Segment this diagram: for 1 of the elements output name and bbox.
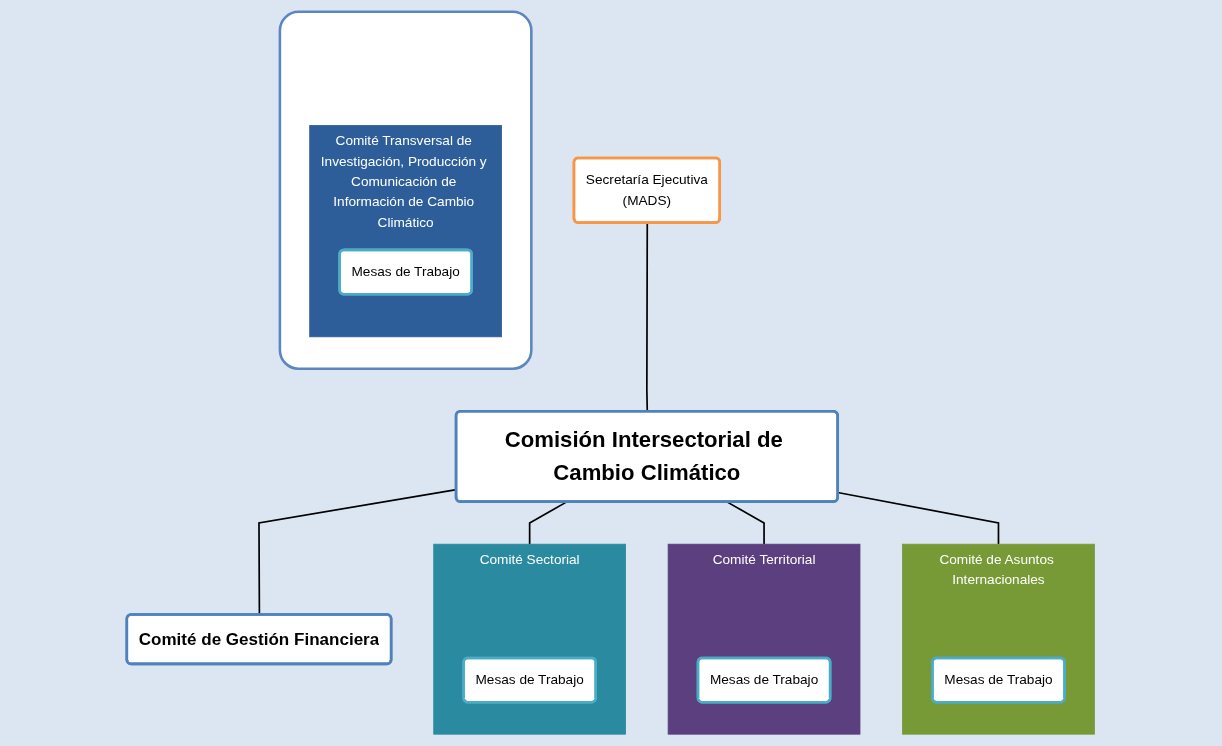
cluster [279,10,533,370]
